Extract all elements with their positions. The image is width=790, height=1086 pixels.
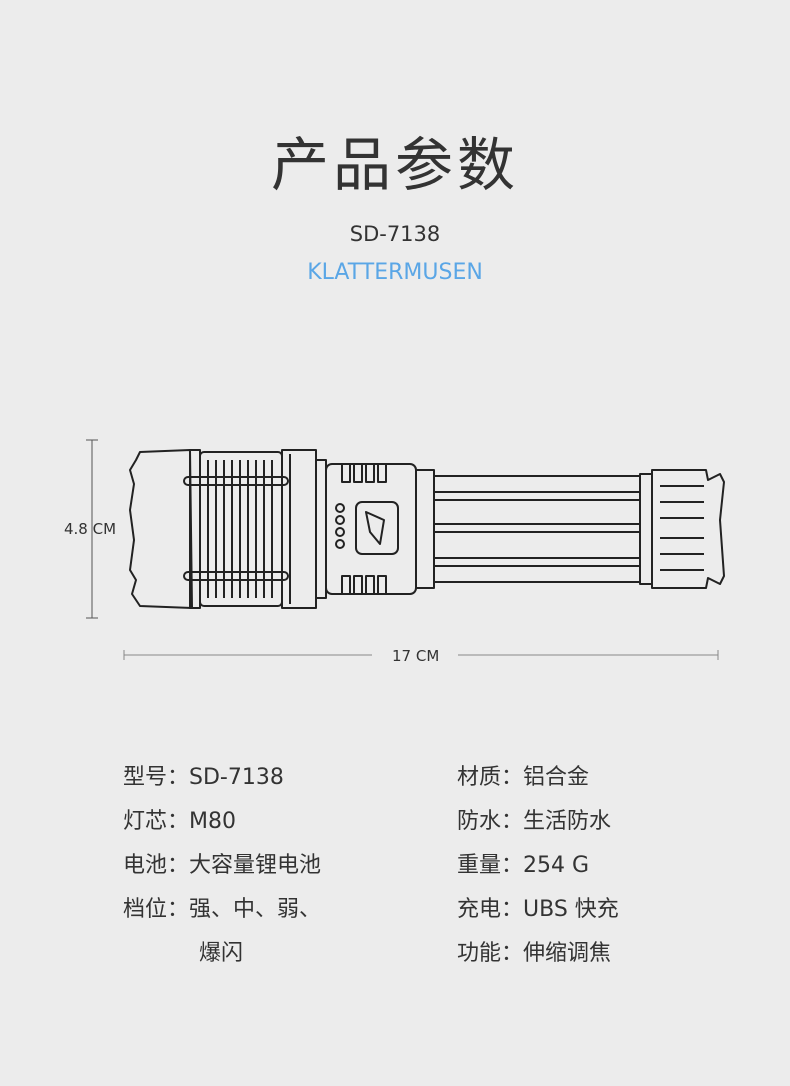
spec-label: 电池：: [123, 853, 190, 878]
brand-name: KLATTERMUSEN: [307, 260, 483, 285]
spec-value: M80: [189, 809, 236, 834]
spec-value: 大容量锂电池: [189, 853, 322, 878]
spec-row-material: 材质： 铝合金: [457, 760, 619, 804]
spec-value: 254 G: [523, 853, 590, 878]
spec-label: 材质：: [457, 765, 524, 790]
spec-row-modes: 档位： 强、中、弱、: [123, 892, 321, 936]
spec-row-charging: 充电： UBS 快充: [457, 892, 619, 936]
spec-row-modes-continuation: 爆闪: [123, 936, 321, 980]
spec-column-left: 型号： SD-7138 灯芯： M80 电池： 大容量锂电池 档位： 强、中、弱…: [123, 760, 321, 980]
spec-value: 生活防水: [523, 809, 612, 834]
flashlight-diagram: 4.8 CM: [64, 439, 725, 665]
spec-column-right: 材质： 铝合金 防水： 生活防水 重量： 254 G 充电： UBS 快充 功能…: [457, 760, 619, 980]
length-dimension: [123, 650, 719, 660]
spec-label: 充电：: [457, 897, 524, 922]
spec-label: 灯芯：: [123, 809, 190, 834]
spec-value: 铝合金: [523, 765, 590, 790]
spec-label: 档位：: [123, 897, 190, 922]
page-title: 产品参数: [270, 131, 519, 199]
model-number: SD-7138: [349, 222, 441, 246]
spec-label: 防水：: [457, 809, 524, 834]
spec-label: 重量：: [457, 853, 524, 878]
spec-value: 强、中、弱、: [189, 897, 322, 922]
spec-row-waterproof: 防水： 生活防水: [457, 804, 619, 848]
spec-label: 型号：: [123, 765, 190, 790]
spec-row-weight: 重量： 254 G: [457, 848, 619, 892]
spec-value: UBS 快充: [523, 897, 619, 922]
spec-value: SD-7138: [189, 765, 284, 790]
flashlight-icon: [129, 449, 725, 609]
spec-label: 功能：: [457, 941, 524, 966]
height-dimension: [86, 439, 98, 619]
length-label: 17 CM: [392, 647, 439, 665]
spec-value: 伸缩调焦: [523, 941, 612, 966]
spec-row-model: 型号： SD-7138: [123, 760, 321, 804]
spec-value-continuation: 爆闪: [199, 941, 244, 966]
spec-row-led: 灯芯： M80: [123, 804, 321, 848]
spec-row-function: 功能： 伸缩调焦: [457, 936, 619, 980]
spec-row-battery: 电池： 大容量锂电池: [123, 848, 321, 892]
height-label: 4.8 CM: [64, 520, 116, 538]
